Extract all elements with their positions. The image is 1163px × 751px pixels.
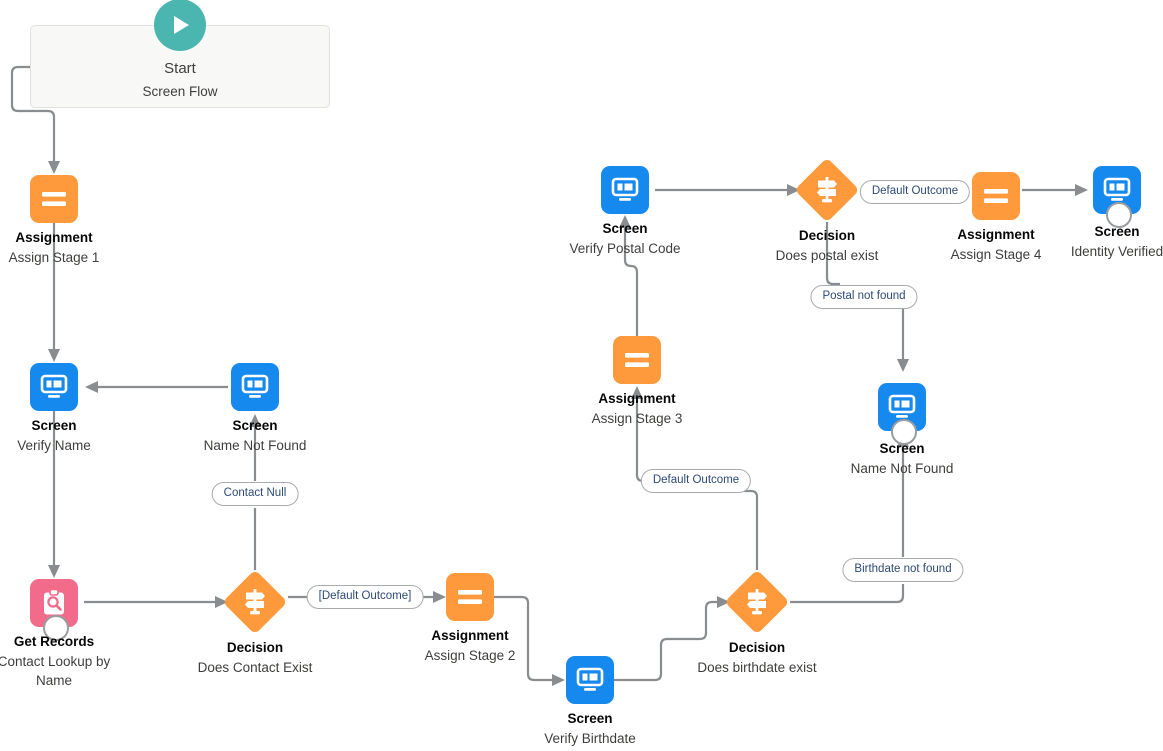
- assignment-icon[interactable]: [972, 172, 1020, 220]
- node-subtitle: Verify Name: [17, 438, 91, 453]
- signpost-glyph: [240, 588, 270, 616]
- node-title: Screen: [879, 441, 925, 456]
- outcome-label-default-outcome-3[interactable]: Default Outcome: [859, 180, 971, 204]
- monitor-glyph: [611, 177, 639, 203]
- arrowhead-verifyname-to-getrecords: [48, 565, 60, 578]
- node-label: Screen Name Not Found: [160, 417, 350, 455]
- node-title: Assignment: [431, 628, 509, 643]
- end-node-circle: [891, 419, 917, 445]
- node-title: Get Records: [13, 634, 95, 649]
- start-subtitle: Screen Flow: [142, 84, 218, 99]
- connector-birthdate-to-decision: [614, 652, 663, 682]
- equals-glyph: [41, 190, 67, 208]
- decision-icon[interactable]: [222, 569, 288, 635]
- arrowhead-start-to-assign1: [48, 161, 60, 174]
- node-label: Assignment Assign Stage 1: [0, 229, 149, 267]
- node-subtitle: Verify Birthdate: [544, 731, 636, 746]
- node-subtitle: Assign Stage 1: [8, 250, 100, 265]
- node-title: Decision: [798, 228, 856, 243]
- node-title: Decision: [226, 640, 284, 655]
- node-subtitle: Assign Stage 3: [591, 411, 683, 426]
- decision-icon[interactable]: [724, 569, 790, 635]
- connector-birthdatedecision-to-nnfright: [790, 584, 905, 604]
- connector-birthdatedecision-to-default: [744, 489, 759, 570]
- assignment-icon[interactable]: [30, 175, 78, 223]
- screen-icon[interactable]: [30, 363, 78, 411]
- arrowhead-assign2-to-birthdate: [552, 674, 565, 686]
- outcome-label-birthdate-not-found[interactable]: Birthdate not found: [842, 558, 964, 582]
- node-label: Screen Verify Birthdate: [495, 710, 685, 748]
- node-subtitle: Assign Stage 4: [950, 247, 1042, 262]
- node-subtitle: Does Contact Exist: [197, 660, 313, 675]
- screen-icon[interactable]: [601, 166, 649, 214]
- equals-glyph: [457, 588, 483, 606]
- node-subtitle: Does birthdate exist: [697, 660, 817, 675]
- node-subtitle: Name Not Found: [850, 461, 954, 476]
- outcome-label-default-outcome-1[interactable]: [Default Outcome]: [306, 585, 424, 609]
- node-title: Screen: [567, 711, 613, 726]
- arrowhead-assign4-to-identity: [1075, 184, 1088, 196]
- node-label: Screen Identity Verified: [1022, 223, 1163, 261]
- node-label: Assignment Assign Stage 4: [901, 226, 1091, 264]
- node-label: Screen Verify Name: [0, 417, 149, 455]
- node-title: Screen: [31, 418, 77, 433]
- node-title: Screen: [602, 221, 648, 236]
- arrowhead-assign1-to-verifyname: [48, 349, 60, 362]
- decision-icon[interactable]: [794, 157, 860, 223]
- end-node-circle: [43, 615, 69, 641]
- screen-icon[interactable]: [231, 363, 279, 411]
- node-subtitle: Verify Postal Code: [569, 241, 681, 256]
- node-label: Decision Does postal exist: [732, 227, 922, 265]
- node-title: Screen: [232, 418, 278, 433]
- monitor-glyph: [241, 374, 269, 400]
- equals-glyph: [624, 351, 650, 369]
- node-label: Assignment Assign Stage 2: [375, 627, 565, 665]
- clipboard-search-glyph: [40, 588, 68, 618]
- node-label: Assignment Assign Stage 3: [542, 390, 732, 428]
- outcome-label-contact-null[interactable]: Contact Null: [211, 482, 299, 506]
- end-node-circle: [1106, 202, 1132, 228]
- node-title: Decision: [728, 640, 786, 655]
- node-subtitle: Identity Verified: [1070, 244, 1163, 259]
- node-subtitle: Contact Lookup by Name: [0, 654, 111, 688]
- arrowhead-postal-to-nnfright: [897, 359, 909, 372]
- start-title: Start: [164, 60, 196, 77]
- monitor-glyph: [888, 394, 916, 420]
- assignment-icon[interactable]: [446, 573, 494, 621]
- play-icon[interactable]: [154, 0, 206, 51]
- node-title: Screen: [1094, 224, 1140, 239]
- outcome-label-postal-not-found[interactable]: Postal not found: [810, 285, 918, 309]
- arrowhead-namenotfound-to-verifyname: [85, 381, 98, 393]
- signpost-glyph: [812, 176, 842, 204]
- monitor-glyph: [1103, 177, 1131, 203]
- node-subtitle: Name Not Found: [203, 438, 307, 453]
- monitor-glyph: [576, 667, 604, 693]
- arrowhead-decision-to-assign2: [433, 591, 446, 603]
- assignment-icon[interactable]: [613, 336, 661, 384]
- outcome-label-default-outcome-2[interactable]: Default Outcome: [640, 469, 752, 493]
- node-label: Decision Does birthdate exist: [662, 639, 852, 677]
- node-subtitle: Does postal exist: [775, 248, 879, 263]
- node-subtitle: Assign Stage 2: [424, 648, 516, 663]
- screen-icon[interactable]: [566, 656, 614, 704]
- node-title: Assignment: [598, 391, 676, 406]
- node-label: Screen Name Not Found: [807, 440, 997, 478]
- node-label: Decision Does Contact Exist: [160, 639, 350, 677]
- node-title: Assignment: [15, 230, 93, 245]
- monitor-glyph: [40, 374, 68, 400]
- signpost-glyph: [742, 588, 772, 616]
- node-label: Get Records Contact Lookup by Name: [0, 633, 149, 690]
- node-label: Screen Verify Postal Code: [530, 220, 720, 258]
- node-title: Assignment: [957, 227, 1035, 242]
- equals-glyph: [983, 187, 1009, 205]
